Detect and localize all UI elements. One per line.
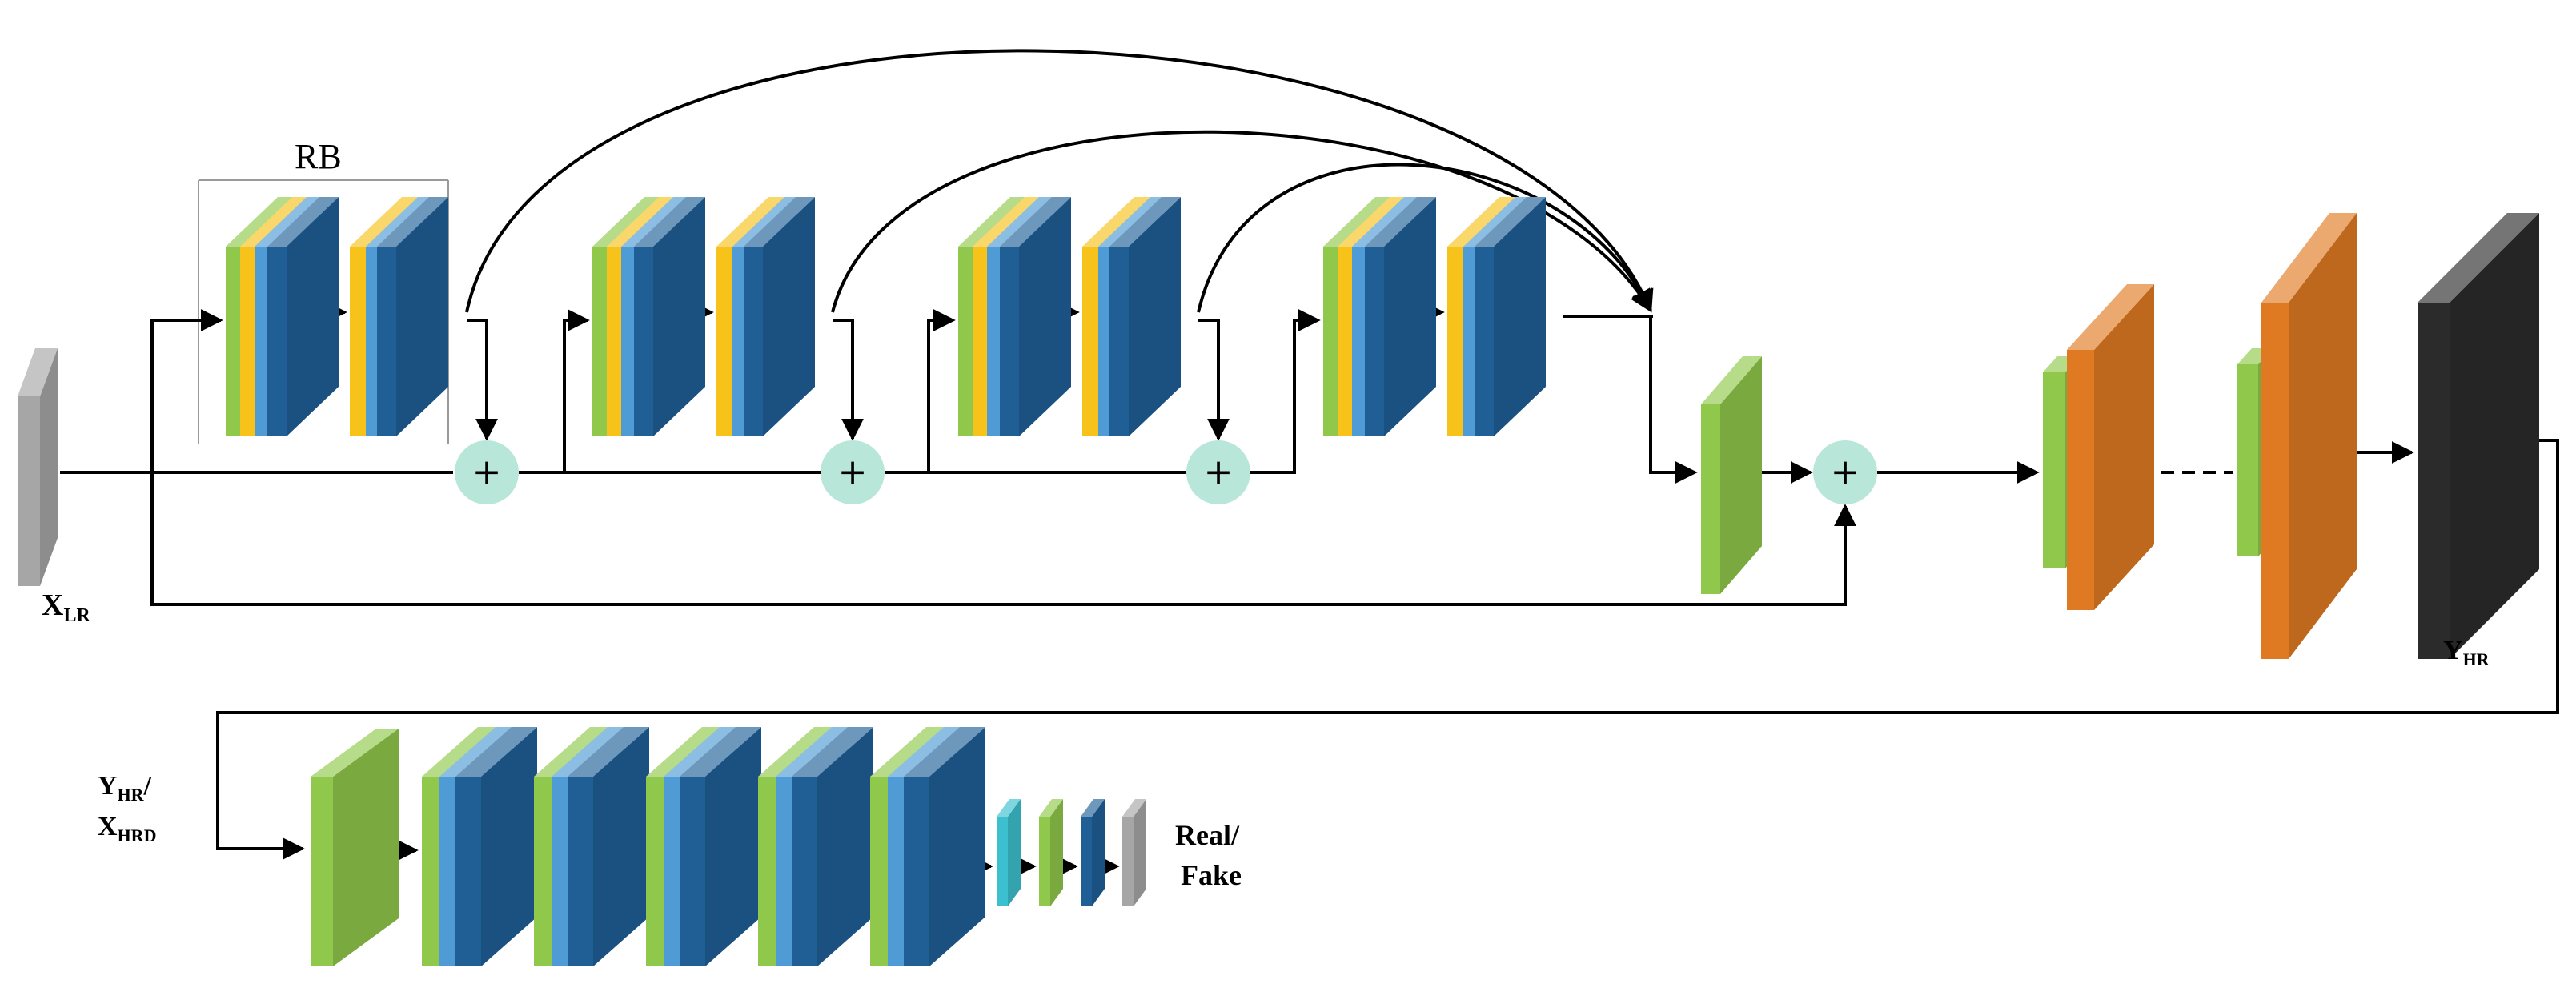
adder-1: + [455, 440, 519, 504]
post-rb-conv-block [1701, 356, 1762, 594]
disc-block-3-dark-blue [568, 727, 649, 966]
output-hr-block [2418, 213, 2539, 659]
adder-symbol: + [472, 452, 502, 492]
rb3-layer-dark-blue [1000, 197, 1071, 436]
rb2-to-adder2 [833, 319, 864, 441]
rb2-layer2-dark-blue [744, 197, 815, 436]
adder1-to-rb2 [519, 309, 590, 474]
disc-small-green [1039, 799, 1063, 906]
output-to-discriminator [216, 439, 2559, 860]
rb1-to-adder1 [467, 319, 498, 441]
upsample2-block [2261, 213, 2357, 659]
adders: + + + + [455, 440, 1877, 504]
y-hr-label: YHR [2443, 636, 2490, 669]
disc-block-2-dark-blue [455, 727, 537, 966]
connection-lines [60, 49, 2559, 878]
rb4-layer-dark-blue [1365, 197, 1436, 436]
disc-input-label-line1: YHR/ [98, 771, 152, 805]
disc-small-blue [1081, 799, 1105, 906]
input-lr-block [18, 348, 58, 586]
adder-symbol: + [1204, 452, 1234, 492]
arc-rb1 [465, 49, 1654, 313]
disc-block-5-dark-blue [792, 727, 873, 966]
adder-symbol: + [1831, 452, 1860, 492]
adder-symbol: + [838, 452, 868, 492]
rb1-layer-dark-blue [267, 197, 339, 436]
adder-3: + [1186, 440, 1250, 504]
rb-label: RB [295, 137, 342, 176]
adder-global: + [1813, 440, 1877, 504]
disc-small-teal [997, 799, 1021, 906]
x-lr-label: XLR [42, 588, 90, 626]
output-label-real: Real/ [1175, 819, 1240, 851]
rb4-to-conv [1563, 315, 1698, 484]
rb2-layer-dark-blue [634, 197, 705, 436]
disc-input-label-line2: XHRD [98, 812, 156, 845]
input-to-rb1 [150, 309, 223, 472]
adder2-to-rb3 [885, 309, 956, 474]
network-blocks [18, 197, 2539, 966]
adder3-to-rb4 [1250, 309, 1321, 474]
disc-block-4-dark-blue [680, 727, 761, 966]
output-label-fake: Fake [1181, 859, 1242, 891]
upsample1-block [2067, 284, 2154, 610]
arc-rb2 [831, 130, 1652, 313]
rb3-to-adder3 [1198, 319, 1230, 441]
disc-block-6-dark-blue [904, 727, 985, 966]
arc-rb3 [1197, 163, 1652, 313]
rb1-layer2-dark-blue [377, 197, 448, 436]
rb3-layer2-dark-blue [1109, 197, 1181, 436]
disc-small-gray [1122, 799, 1146, 906]
disc-conv-block-1 [311, 729, 399, 966]
global-skip [150, 472, 1856, 606]
adder-2: + [821, 440, 885, 504]
rb4-layer2-dark-blue [1475, 197, 1546, 436]
